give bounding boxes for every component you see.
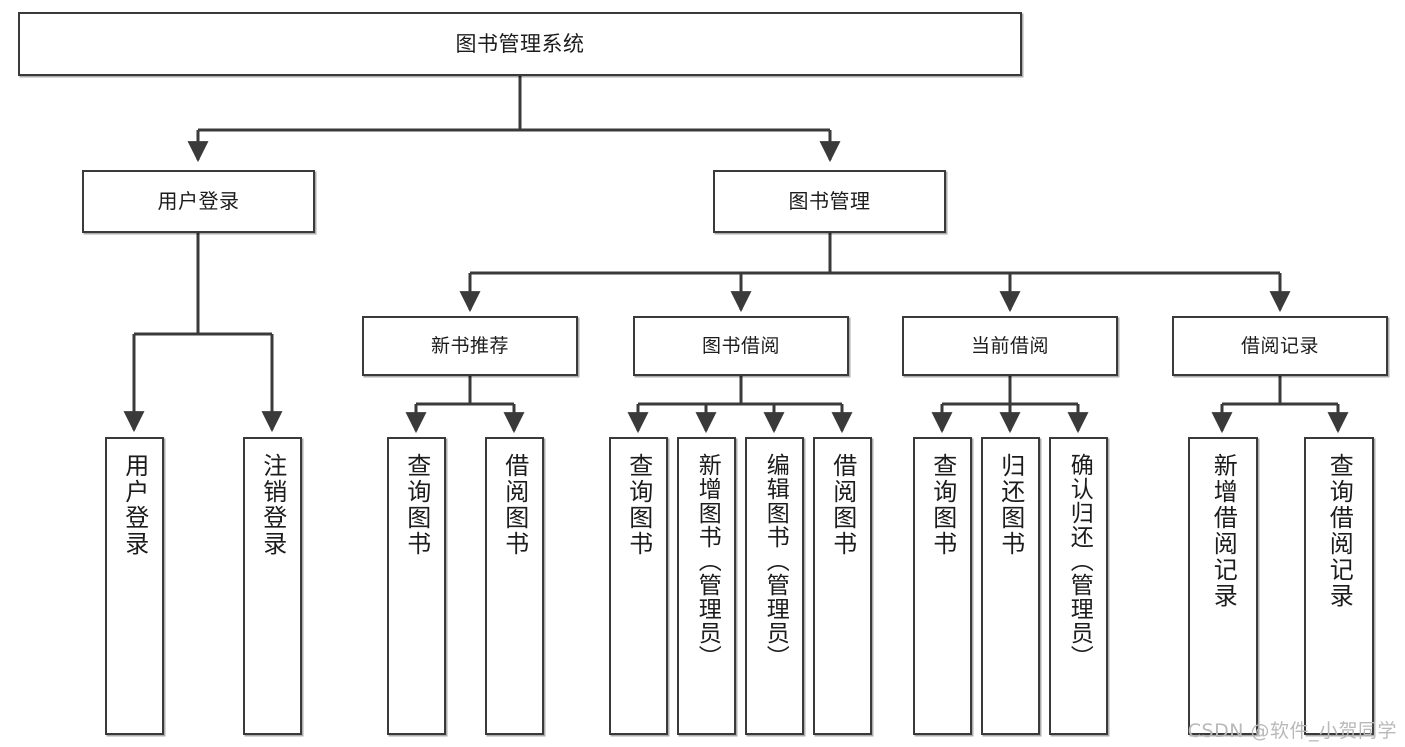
node-book-manage[interactable]: 图书管理 <box>713 170 946 233</box>
node-book-manage-label: 图书管理 <box>788 188 871 213</box>
leaf-return-book[interactable]: 归还图书 <box>981 437 1040 735</box>
leaf-borrow-book-1-label: 借阅图书 <box>500 453 529 557</box>
leaf-edit-book-label: 编辑图书（管理员） <box>762 453 789 669</box>
leaf-query-record[interactable]: 查询借阅记录 <box>1304 437 1374 735</box>
node-borrow-record[interactable]: 借阅记录 <box>1172 316 1388 376</box>
leaf-user-login[interactable]: 用户登录 <box>105 437 164 735</box>
leaf-borrow-book-1[interactable]: 借阅图书 <box>485 437 544 735</box>
leaf-logout-login-label: 注销登录 <box>258 453 287 557</box>
node-book-borrow[interactable]: 图书借阅 <box>633 316 849 376</box>
leaf-add-record[interactable]: 新增借阅记录 <box>1188 437 1258 735</box>
node-root[interactable]: 图书管理系统 <box>18 12 1022 76</box>
leaf-add-book-label: 新增图书（管理员） <box>694 453 721 669</box>
leaf-confirm-return[interactable]: 确认归还（管理员） <box>1049 437 1108 735</box>
leaf-query-book-2[interactable]: 查询图书 <box>609 437 668 735</box>
node-new-book-recommend-label: 新书推荐 <box>430 334 509 357</box>
leaf-query-book-3-label: 查询图书 <box>928 453 957 557</box>
leaf-logout-login[interactable]: 注销登录 <box>243 437 302 735</box>
node-user-login-label: 用户登录 <box>157 188 240 213</box>
node-new-book-recommend[interactable]: 新书推荐 <box>362 316 578 376</box>
leaf-query-book-3[interactable]: 查询图书 <box>913 437 972 735</box>
node-root-label: 图书管理系统 <box>455 31 585 56</box>
leaf-borrow-book-2[interactable]: 借阅图书 <box>813 437 872 735</box>
leaf-add-book[interactable]: 新增图书（管理员） <box>677 437 736 735</box>
leaf-borrow-book-2-label: 借阅图书 <box>828 453 857 557</box>
node-user-login[interactable]: 用户登录 <box>82 170 315 233</box>
leaf-add-record-label: 新增借阅记录 <box>1209 453 1238 609</box>
leaf-user-login-label: 用户登录 <box>120 453 149 557</box>
leaf-query-book-1[interactable]: 查询图书 <box>387 437 446 735</box>
leaf-confirm-return-label: 确认归还（管理员） <box>1066 453 1093 669</box>
leaf-return-book-label: 归还图书 <box>996 453 1025 557</box>
leaf-query-book-2-label: 查询图书 <box>624 453 653 557</box>
leaf-query-book-1-label: 查询图书 <box>402 453 431 557</box>
node-current-borrow[interactable]: 当前借阅 <box>902 316 1118 376</box>
leaf-edit-book[interactable]: 编辑图书（管理员） <box>745 437 804 735</box>
node-current-borrow-label: 当前借阅 <box>970 334 1049 357</box>
node-book-borrow-label: 图书借阅 <box>701 334 780 357</box>
leaf-query-record-label: 查询借阅记录 <box>1325 453 1354 609</box>
node-borrow-record-label: 借阅记录 <box>1240 334 1319 357</box>
